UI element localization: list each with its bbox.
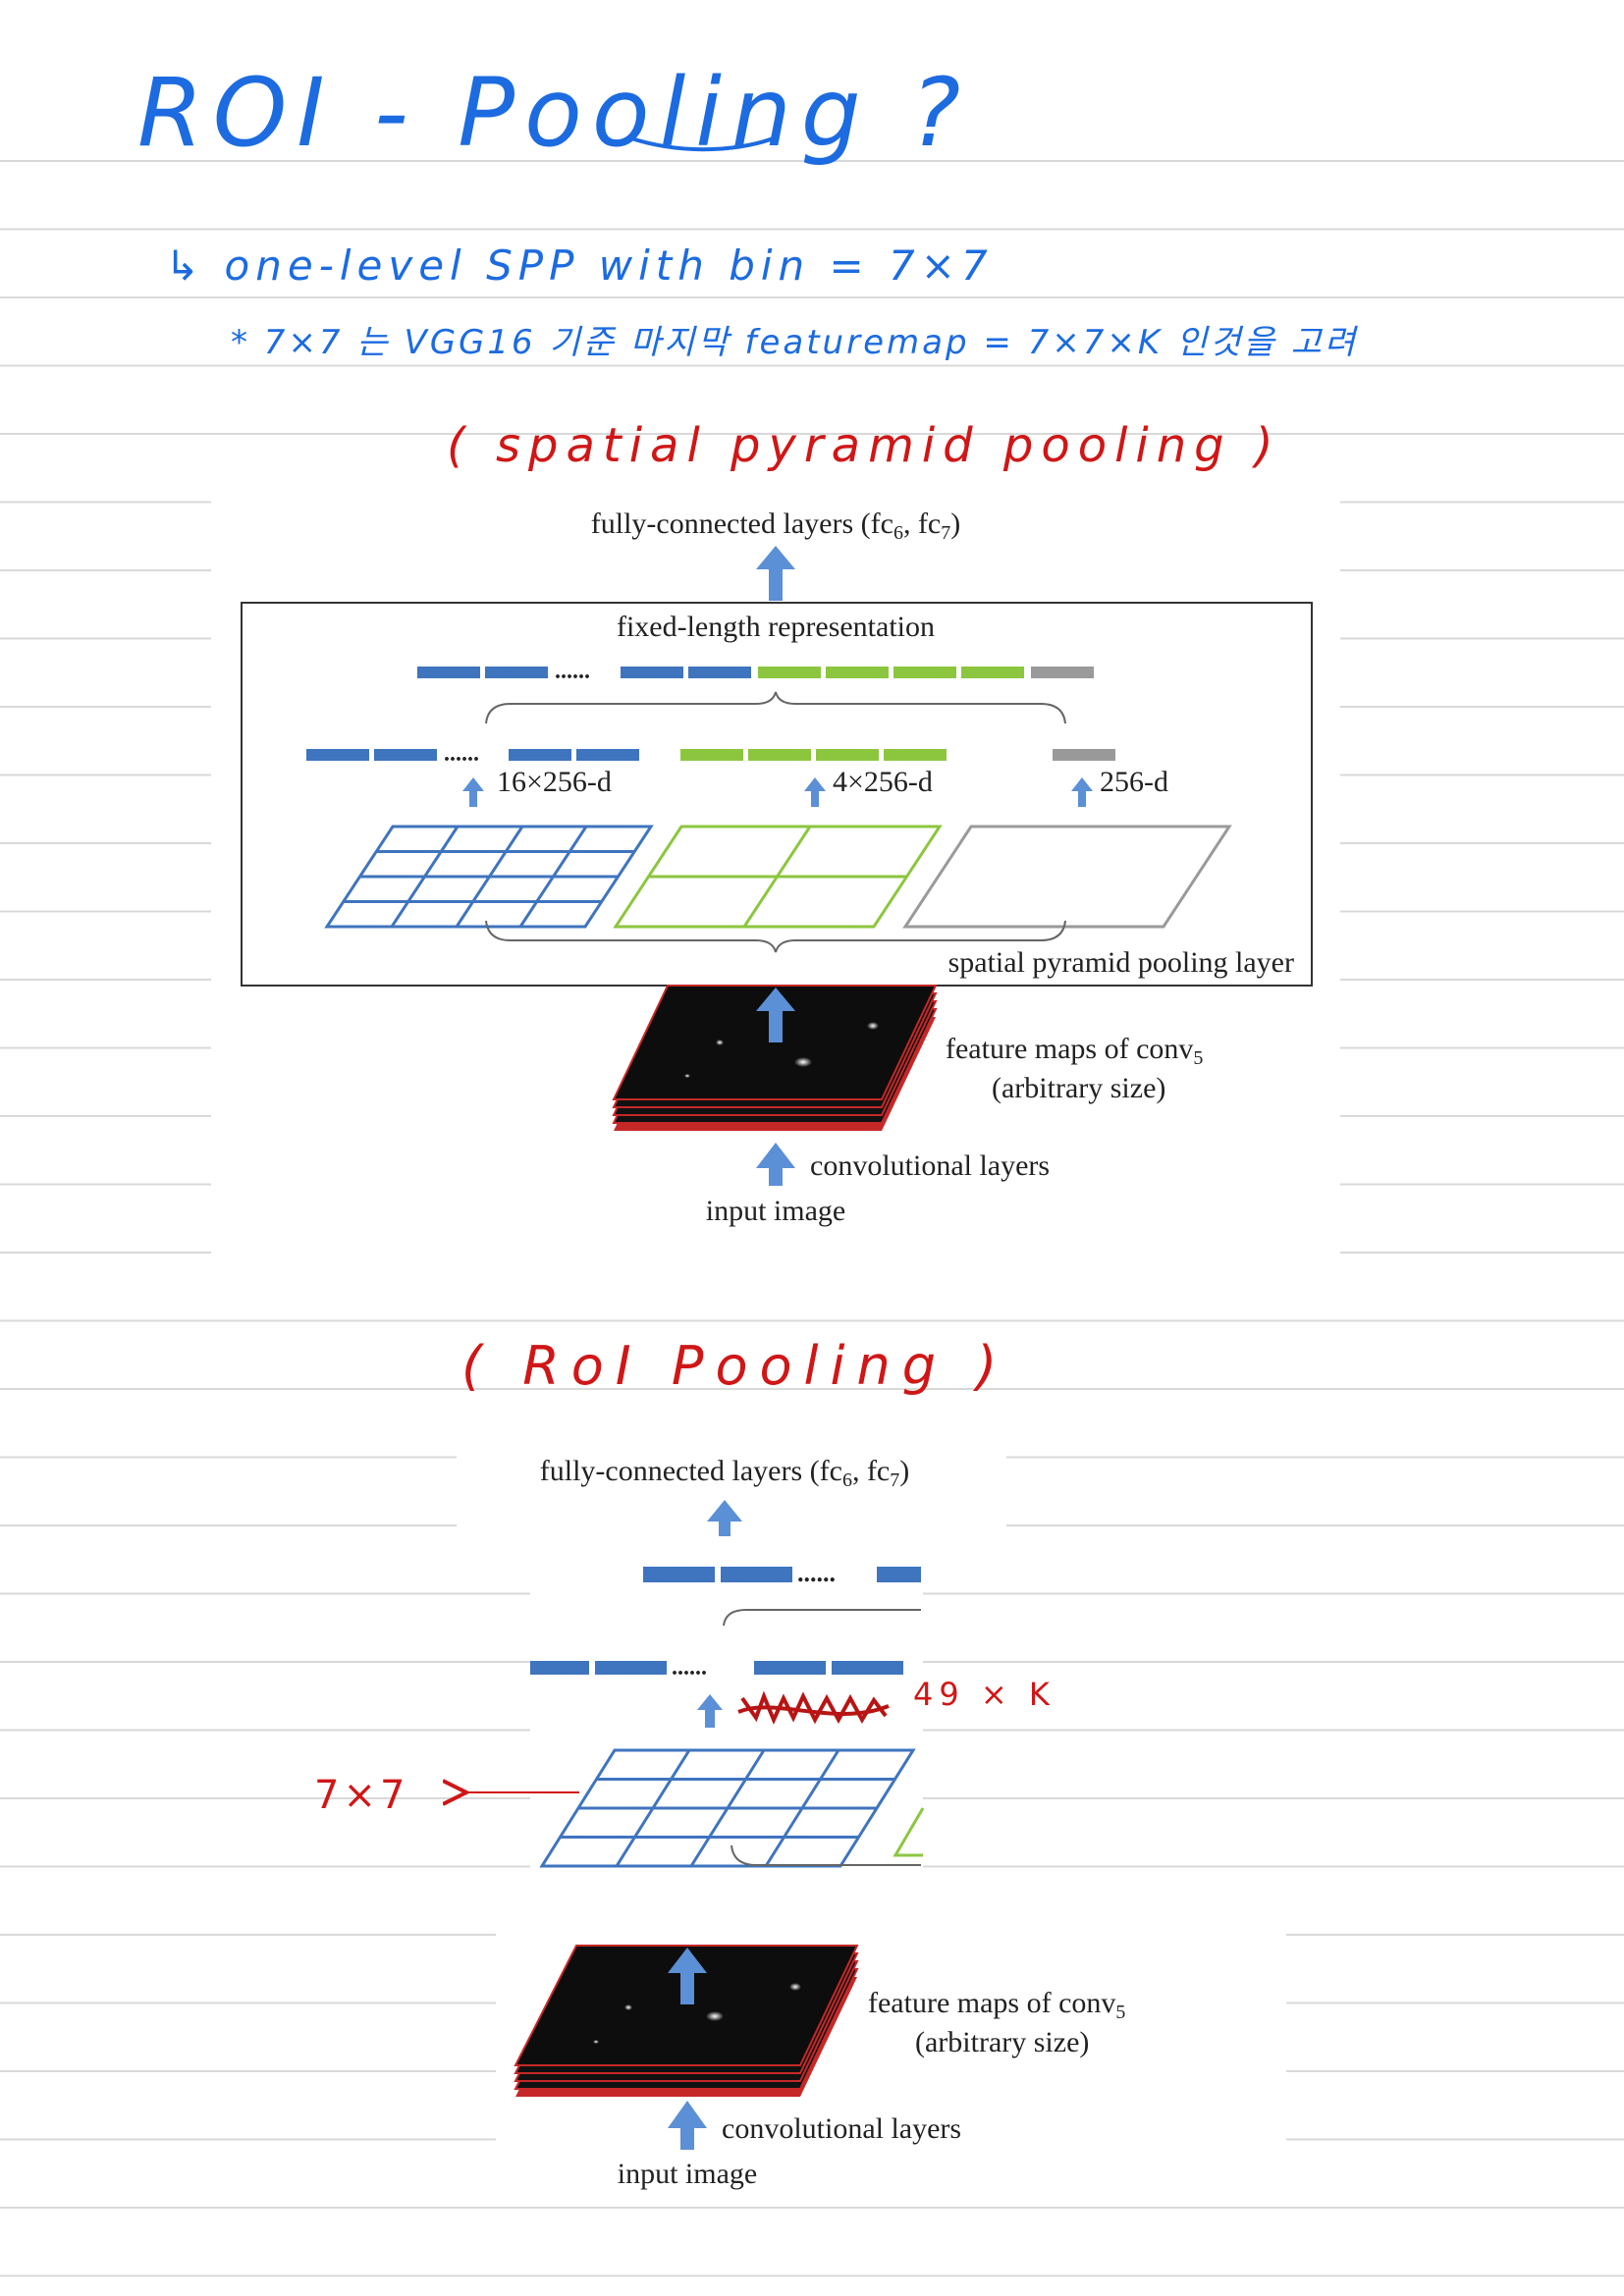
roi-grid-note: 7×7 — [314, 1773, 408, 1818]
roi-feature-map-stack — [514, 1945, 859, 2097]
roi-input-image: input image — [618, 2158, 757, 2190]
small-arrow-up-icon — [462, 777, 484, 807]
spp-caption: ( spatial pyramid pooling ) — [447, 418, 1281, 473]
small-arrow-up-icon — [804, 777, 826, 807]
bar-segment — [509, 749, 571, 761]
bar-segment — [748, 749, 811, 761]
roi-feature-map-top — [514, 1945, 859, 2066]
roi-arrow-up-icon — [668, 1948, 707, 2004]
spp-dim-16: 16×256-d — [497, 766, 612, 798]
bar-segment — [884, 749, 947, 761]
spp-arbitrary-size: (arbitrary size) — [992, 1072, 1165, 1104]
spp-figure: fully-connected layers (fc6, fc7) fixed-… — [211, 496, 1340, 1261]
bar-segment — [961, 667, 1024, 678]
roi-fc-sub-7: 7 — [890, 1469, 899, 1491]
title-underline-swash — [627, 135, 777, 152]
roi-fc-sub-6: 6 — [842, 1469, 852, 1491]
roi-figure-bg-top — [457, 1438, 1006, 1556]
spp-arrow-up-icon — [756, 546, 795, 601]
bar-dots: ...... — [555, 659, 590, 684]
roi-feature-maps-sub: 5 — [1115, 2002, 1125, 2023]
bar-segment — [417, 667, 480, 678]
spp-dim-1: 256-d — [1100, 766, 1168, 798]
small-arrow-up-icon — [697, 1694, 723, 1728]
bar-segment — [485, 667, 548, 678]
roi-caption: ( RoI Pooling ) — [461, 1335, 1008, 1397]
roi-bottom-brace — [731, 1844, 921, 1866]
bar-segment — [758, 667, 821, 678]
bar-segment — [306, 749, 369, 761]
bar-segment — [643, 1567, 715, 1582]
bar-segment — [595, 1661, 667, 1675]
note-line-2: * 7×7 는 VGG16 기준 마지막 featuremap = 7×7×K … — [231, 323, 1358, 362]
roi-representation-bar: ...... — [643, 1559, 921, 1587]
spp-fc-label: fully-connected layers (fc6, fc7) — [591, 507, 961, 544]
bar-segment — [816, 749, 879, 761]
scribbled-out-label — [737, 1690, 890, 1726]
roi-arrow-up-icon — [668, 2101, 707, 2150]
spp-grid-1x1 — [902, 825, 1232, 929]
spp-feature-maps-sub: 5 — [1193, 1047, 1203, 1069]
spp-fc-sub-7: 7 — [941, 522, 950, 544]
note-title: ROI - Pooling ? — [137, 58, 970, 168]
bar-segment — [530, 1661, 589, 1675]
spp-representation-bar: ...... — [417, 659, 1094, 684]
bar-dots: ...... — [797, 1559, 836, 1587]
roi-green-grid-fragment — [893, 1807, 925, 1857]
bar-segment — [688, 667, 751, 678]
bar-segment — [721, 1567, 792, 1582]
bar-segment — [621, 667, 683, 678]
spp-feature-maps-label: feature maps of conv5 — [946, 1033, 1203, 1069]
bar-segment — [1053, 749, 1115, 761]
spp-fc-text-c: ) — [950, 507, 960, 540]
roi-fc-text-a: fully-connected layers (fc — [540, 1455, 842, 1487]
spp-fc-sub-6: 6 — [893, 522, 903, 544]
bar-dots: ...... — [444, 741, 479, 767]
bar-segment — [374, 749, 437, 761]
spp-arrow-up-icon — [756, 1143, 795, 1186]
bar-segment — [680, 749, 743, 761]
spp-bottom-brace — [485, 920, 1066, 953]
spp-feature-map-stack — [612, 985, 938, 1131]
roi-figure: fully-connected layers (fc6, fc7) ......… — [314, 1438, 1286, 2199]
roi-brace — [723, 1609, 921, 1627]
spp-brace — [485, 691, 1066, 724]
spp-grid-2x2 — [613, 825, 943, 929]
spp-layer-label: spatial pyramid pooling layer — [948, 946, 1294, 979]
roi-feature-maps-label: feature maps of conv5 — [868, 1987, 1125, 2023]
roi-conv-layers: convolutional layers — [722, 2112, 961, 2145]
spp-conv-layers: convolutional layers — [810, 1149, 1050, 1182]
roi-fc-label: fully-connected layers (fc6, fc7) — [540, 1455, 910, 1491]
roi-dim-note: 49 × K — [913, 1676, 1056, 1713]
bar-dots: ...... — [672, 1655, 707, 1681]
roi-arrow-up-icon — [707, 1500, 742, 1536]
note-line-1: ↳ one-level SPP with bin = 7×7 — [165, 241, 994, 290]
roi-level-bars: ...... — [530, 1655, 903, 1681]
spp-grid-4x4 — [324, 825, 654, 929]
roi-fc-text-c: ) — [899, 1455, 909, 1487]
bar-segment — [832, 1661, 903, 1675]
spp-fixed-length-label: fixed-length representation — [617, 611, 935, 643]
spp-level-bars: ...... — [306, 741, 1115, 767]
spp-feature-maps-text: feature maps of conv — [946, 1033, 1193, 1065]
roi-arbitrary-size: (arbitrary size) — [915, 2026, 1089, 2058]
bar-segment — [893, 667, 956, 678]
roi-feature-maps-text: feature maps of conv — [868, 1987, 1115, 2019]
roi-figure-bg-mid — [530, 1556, 923, 1914]
bar-segment — [826, 667, 889, 678]
spp-input-image: input image — [706, 1195, 845, 1227]
bar-segment — [576, 749, 639, 761]
bar-segment — [754, 1661, 826, 1675]
bar-segment — [1031, 667, 1094, 678]
small-arrow-up-icon — [1071, 777, 1093, 807]
bar-segment — [877, 1567, 921, 1582]
spp-arrow-up-icon — [756, 988, 795, 1042]
spp-fc-text-b: , fc — [903, 507, 941, 540]
spp-fc-text-a: fully-connected layers (fc — [591, 507, 893, 540]
roi-fc-text-b: , fc — [852, 1455, 890, 1487]
spp-dim-4: 4×256-d — [833, 766, 933, 798]
